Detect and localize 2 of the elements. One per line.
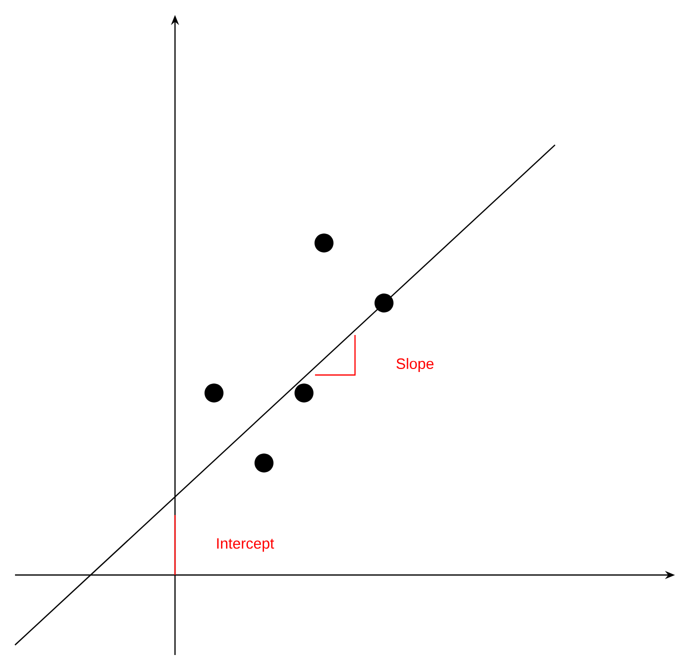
annotation-label: Intercept xyxy=(217,538,274,552)
annotation-label: Slope xyxy=(396,358,434,372)
